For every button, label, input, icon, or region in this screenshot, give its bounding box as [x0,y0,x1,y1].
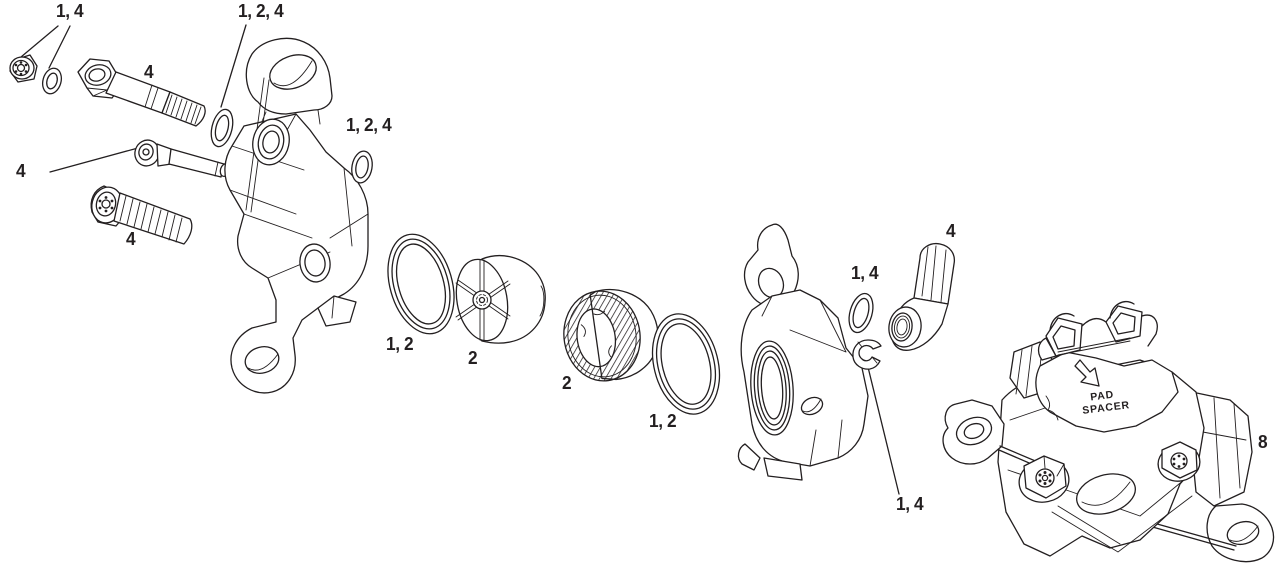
o-ring-mid [351,150,373,184]
callout-o-ring-mid: 1, 2, 4 [346,115,392,135]
pad-spacer: PAD SPACER [1035,301,1179,433]
callout-pad-pin-o-ring: 1, 4 [851,263,879,283]
banjo-o-ring-top [210,108,234,148]
pad-spacer-text-line2: SPACER [1082,399,1131,417]
callout-seal-inboard: 1, 2 [649,411,677,431]
callout-seal-outboard: 1, 2 [386,334,414,354]
banjo-fitting [888,242,956,351]
callout-banjo-bolt: 4 [144,62,154,82]
piston-seal-outboard [387,233,455,335]
caliper-half-outboard [224,37,369,394]
pad-pin-bolt [134,139,231,178]
pad-spacer-text-line1: PAD [1090,389,1115,404]
piston-seal-inboard [651,313,721,415]
piston-inboard [563,288,659,382]
retaining-clip [852,339,882,370]
pad-spacer-arrow-icon [1074,359,1100,387]
leader-lines [20,24,900,495]
piston-outboard [455,255,546,344]
callout-mounting-bolt: 4 [126,229,136,249]
callout-caliper-assembly: 8 [1258,432,1268,452]
mounting-bolt [90,185,193,245]
callout-bleed-screw: 1, 4 [56,1,84,21]
banjo-bolt [77,58,206,127]
bleed-washer [41,67,63,95]
caliper-assembly: PAD SPACER [942,301,1275,563]
callout-piston-inboard: 2 [562,373,572,393]
callout-retaining-clip: 1, 4 [896,494,924,514]
caliper-half-inboard [737,223,869,481]
callout-banjo-o-ring-top: 1, 2, 4 [238,1,284,21]
callout-piston-outboard: 2 [468,348,478,368]
callout-banjo-fitting: 4 [946,221,956,241]
pad-pin-o-ring [848,292,874,334]
callout-pad-pin-bolt: 4 [16,161,26,181]
bleed-screw [9,54,38,83]
